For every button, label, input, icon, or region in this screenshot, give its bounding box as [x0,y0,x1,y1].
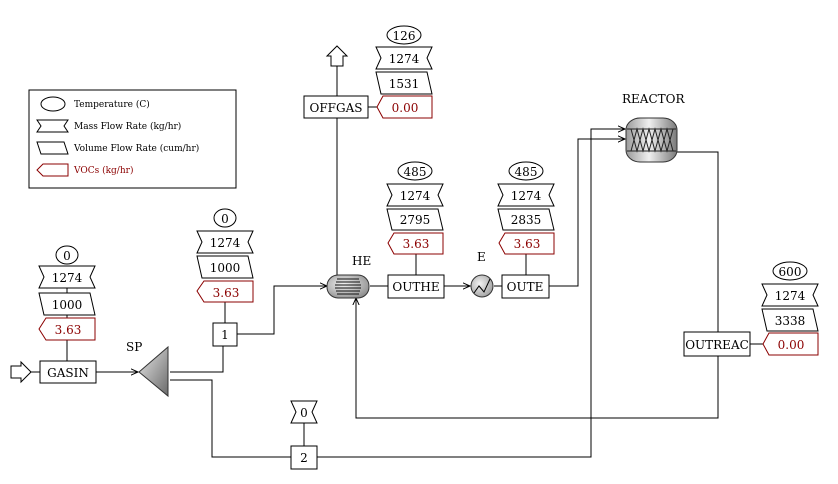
offgas-volume-flow: 1531 [389,77,420,91]
stream-1-line[interactable] [237,286,327,335]
splitter-label: SP [126,340,142,354]
outhe-temperature: 485 [404,165,427,179]
legend-mass-flow-icon [36,119,69,133]
legend-vocs-icon [36,163,69,177]
stream-2-tag[interactable]: 2 [290,445,318,470]
stream-oute-table: 485 1274 2835 3.63 [497,161,555,275]
reactor[interactable]: REACTOR [622,92,685,163]
heater-e[interactable]: E [470,250,494,298]
stream-outhe-tag[interactable]: OUTHE [387,274,445,299]
outreac-volume-flow: 3338 [775,314,806,328]
oute-temperature: 485 [515,165,538,179]
legend-vocs-label: VOCs (kg/hr) [73,165,133,176]
stream-gasin-tag[interactable]: GASIN [39,360,97,384]
stream-outhe-table: 485 1274 2795 3.63 [386,161,444,275]
stream-1-tag[interactable]: 1 [212,322,238,347]
oute-vocs: 3.63 [514,237,541,251]
stream-offgas-label: OFFGAS [310,101,363,115]
legend-volume-flow-icon [36,141,69,155]
stream-1-table: 0 1274 1000 3.63 [196,208,254,323]
legend: Temperature (C) Mass Flow Rate (kg/hr) V… [28,89,237,189]
stream-2-table: 0 [290,400,318,446]
stream-oute-tag[interactable]: OUTE [501,274,550,299]
heater-label: E [477,250,486,264]
legend-temperature-label: Temperature (C) [74,99,150,110]
stream-outreac-label: OUTREAC [685,338,749,352]
outreac-mass-flow: 1274 [775,289,806,303]
s1-mass-flow: 1274 [210,236,241,250]
stream-outhe-label: OUTHE [392,280,439,294]
legend-temperature-icon [40,96,66,112]
offgas-temperature: 126 [393,29,416,43]
s1-temperature: 0 [221,212,229,226]
s1-volume-flow: 1000 [210,261,241,275]
outreac-vocs: 0.00 [778,338,805,352]
process-lines [10,45,719,458]
oute-stream-line[interactable] [549,139,625,287]
offgas-vocs: 0.00 [392,101,419,115]
outhe-vocs: 3.63 [403,237,430,251]
legend-volume-flow-label: Volume Flow Rate (cum/hr) [73,143,199,154]
stream-gasin-label: GASIN [47,366,89,380]
feed-arrow-icon [10,360,32,384]
stream-outreac-table: 600 1274 3338 0.00 [750,261,819,356]
outreac-temperature: 600 [779,265,802,279]
reactor-label: REACTOR [622,92,685,106]
stream-2-label: 2 [300,451,308,465]
heater-icon[interactable] [470,274,494,298]
legend-mass-flow-label: Mass Flow Rate (kg/hr) [74,121,181,132]
heat-exchanger-label: HE [352,254,371,268]
stream-gasin-table: 0 1274 1000 3.63 [38,245,96,361]
stream-oute-label: OUTE [507,280,544,294]
stream-2-line[interactable] [317,129,625,458]
oute-volume-flow: 2835 [511,213,542,227]
gasin-temperature: 0 [63,249,71,263]
split-to-1-line[interactable] [170,346,224,373]
offgas-mass-flow: 1274 [389,52,420,66]
stream-offgas-tag[interactable]: OFFGAS [303,95,369,119]
split-to-2-line[interactable] [170,379,291,458]
heat-exchanger-he[interactable]: HE [326,254,371,299]
outhe-mass-flow: 1274 [400,189,431,203]
outreac-stream-line[interactable] [356,298,719,419]
gasin-mass-flow: 1274 [52,271,83,285]
oute-mass-flow: 1274 [511,189,542,203]
reactor-to-outreac-line[interactable] [677,151,719,332]
outhe-volume-flow: 2795 [400,213,431,227]
stream-1-label: 1 [221,328,229,342]
stream-outreac-tag[interactable]: OUTREAC [683,331,751,357]
gasin-volume-flow: 1000 [52,298,83,312]
gasin-vocs: 3.63 [55,323,82,337]
splitter-icon[interactable] [138,345,169,398]
stream-offgas-table: 126 1274 1531 0.00 [368,25,433,119]
splitter-sp[interactable]: SP [126,340,169,398]
s1-vocs: 3.63 [213,286,240,300]
s2-mass-flow: 0 [300,406,308,420]
offgas-arrow-icon [325,45,349,67]
heat-exchanger-icon[interactable] [326,274,370,299]
